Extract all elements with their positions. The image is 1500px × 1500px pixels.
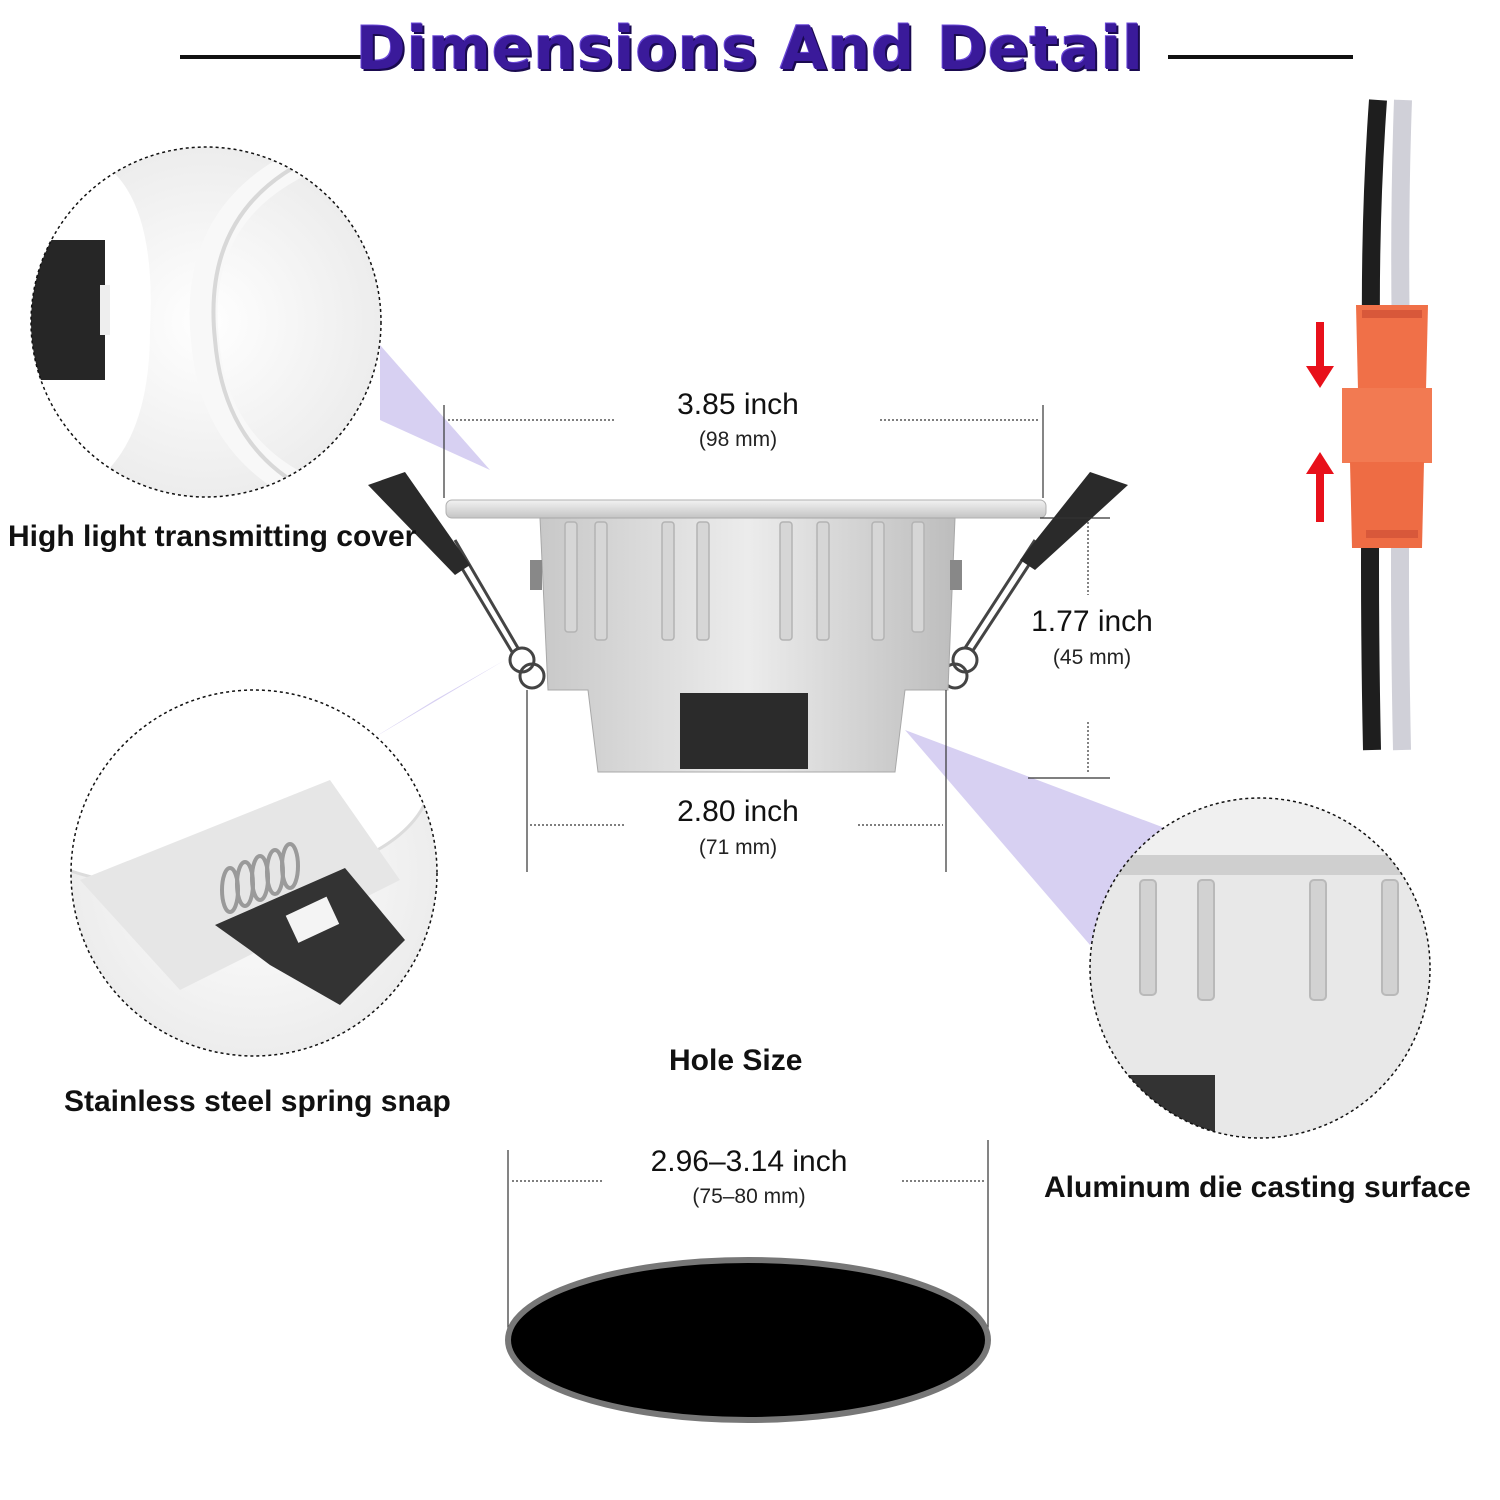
spring-detail-circle <box>71 690 437 1056</box>
arrow-down-icon <box>1306 322 1334 388</box>
dimension-lines <box>443 405 1110 1340</box>
height-mm: (45 mm) <box>1052 646 1132 669</box>
callout-beam-cover <box>380 345 490 470</box>
bottom-width-mm: (71 mm) <box>698 836 778 859</box>
page-title: Dimensions And Detail <box>356 14 1144 84</box>
callout-beam-spring <box>370 660 505 740</box>
height-inch: 1.77 inch <box>1031 605 1153 638</box>
title-rule-left <box>180 55 365 59</box>
title-rule-right <box>1168 55 1353 59</box>
arrow-up-icon <box>1306 452 1334 522</box>
downlight-rim <box>445 499 1047 519</box>
heat-fins <box>564 521 925 641</box>
callout-beam-aluminum <box>905 730 1170 945</box>
bottom-width-inch: 2.80 inch <box>677 795 799 828</box>
driver-box <box>680 693 808 769</box>
hole-size-inch: 2.96–3.14 inch <box>650 1145 848 1178</box>
hole-size-heading: Hole Size <box>669 1044 803 1077</box>
aluminum-label: Aluminum die casting surface <box>1044 1171 1471 1204</box>
top-width-mm: (98 mm) <box>698 428 778 451</box>
cover-detail-circle <box>31 147 381 497</box>
spring-clip-right-tab <box>1020 472 1128 570</box>
top-width-inch: 3.85 inch <box>677 388 799 421</box>
spring-clip-left-tab <box>368 472 470 575</box>
cover-label: High light transmitting cover <box>8 520 417 553</box>
spring-label: Stainless steel spring snap <box>64 1085 451 1118</box>
hole-size-mm: (75–80 mm) <box>692 1185 806 1208</box>
hole-shape <box>505 1257 991 1423</box>
wire-connector <box>1342 99 1432 751</box>
